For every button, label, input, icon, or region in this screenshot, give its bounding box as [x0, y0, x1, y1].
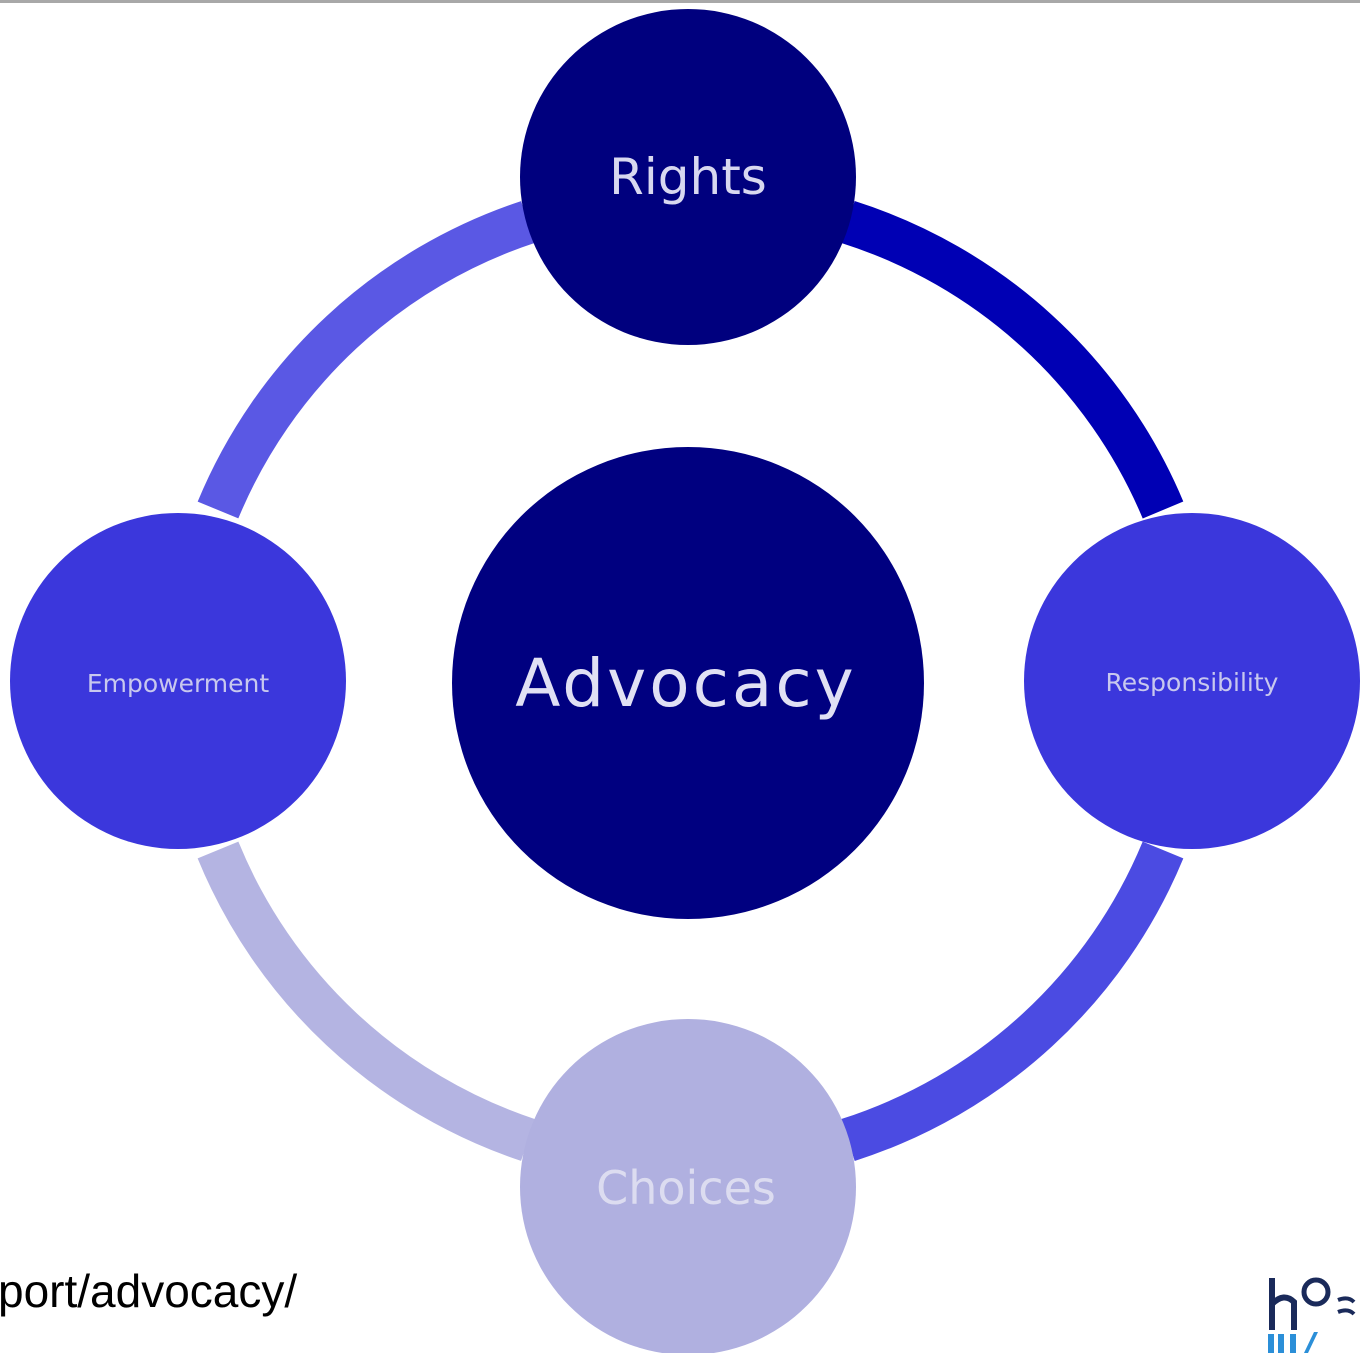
node-choices: Choices — [520, 1019, 856, 1353]
center-circle — [452, 447, 924, 919]
node-empowerment: Empowerment — [10, 513, 346, 849]
node-choices-circle — [520, 1019, 856, 1353]
node-responsibility-label: Responsibility — [1106, 668, 1279, 697]
organization-logo-icon — [1266, 1270, 1360, 1353]
node-responsibility-circle — [1024, 513, 1360, 849]
node-rights: Rights — [520, 9, 856, 345]
node-empowerment-label: Empowerment — [87, 669, 270, 698]
arc-choices-empowerment — [197, 841, 535, 1161]
node-choices-label: Choices — [596, 1161, 776, 1215]
top-divider — [0, 0, 1360, 3]
node-rights-circle — [520, 9, 856, 345]
arc-responsibility-choices — [841, 841, 1184, 1161]
node-empowerment-circle — [10, 513, 346, 849]
arc-empowerment-rights — [197, 201, 535, 519]
center-label: Advocacy — [515, 645, 856, 722]
source-url-text: port/advocacy/ — [0, 1265, 298, 1317]
node-responsibility: Responsibility — [1024, 513, 1360, 849]
arc-rights-responsibility — [841, 201, 1184, 519]
node-rights-label: Rights — [609, 148, 767, 206]
center-node-advocacy: Advocacy — [452, 447, 924, 919]
